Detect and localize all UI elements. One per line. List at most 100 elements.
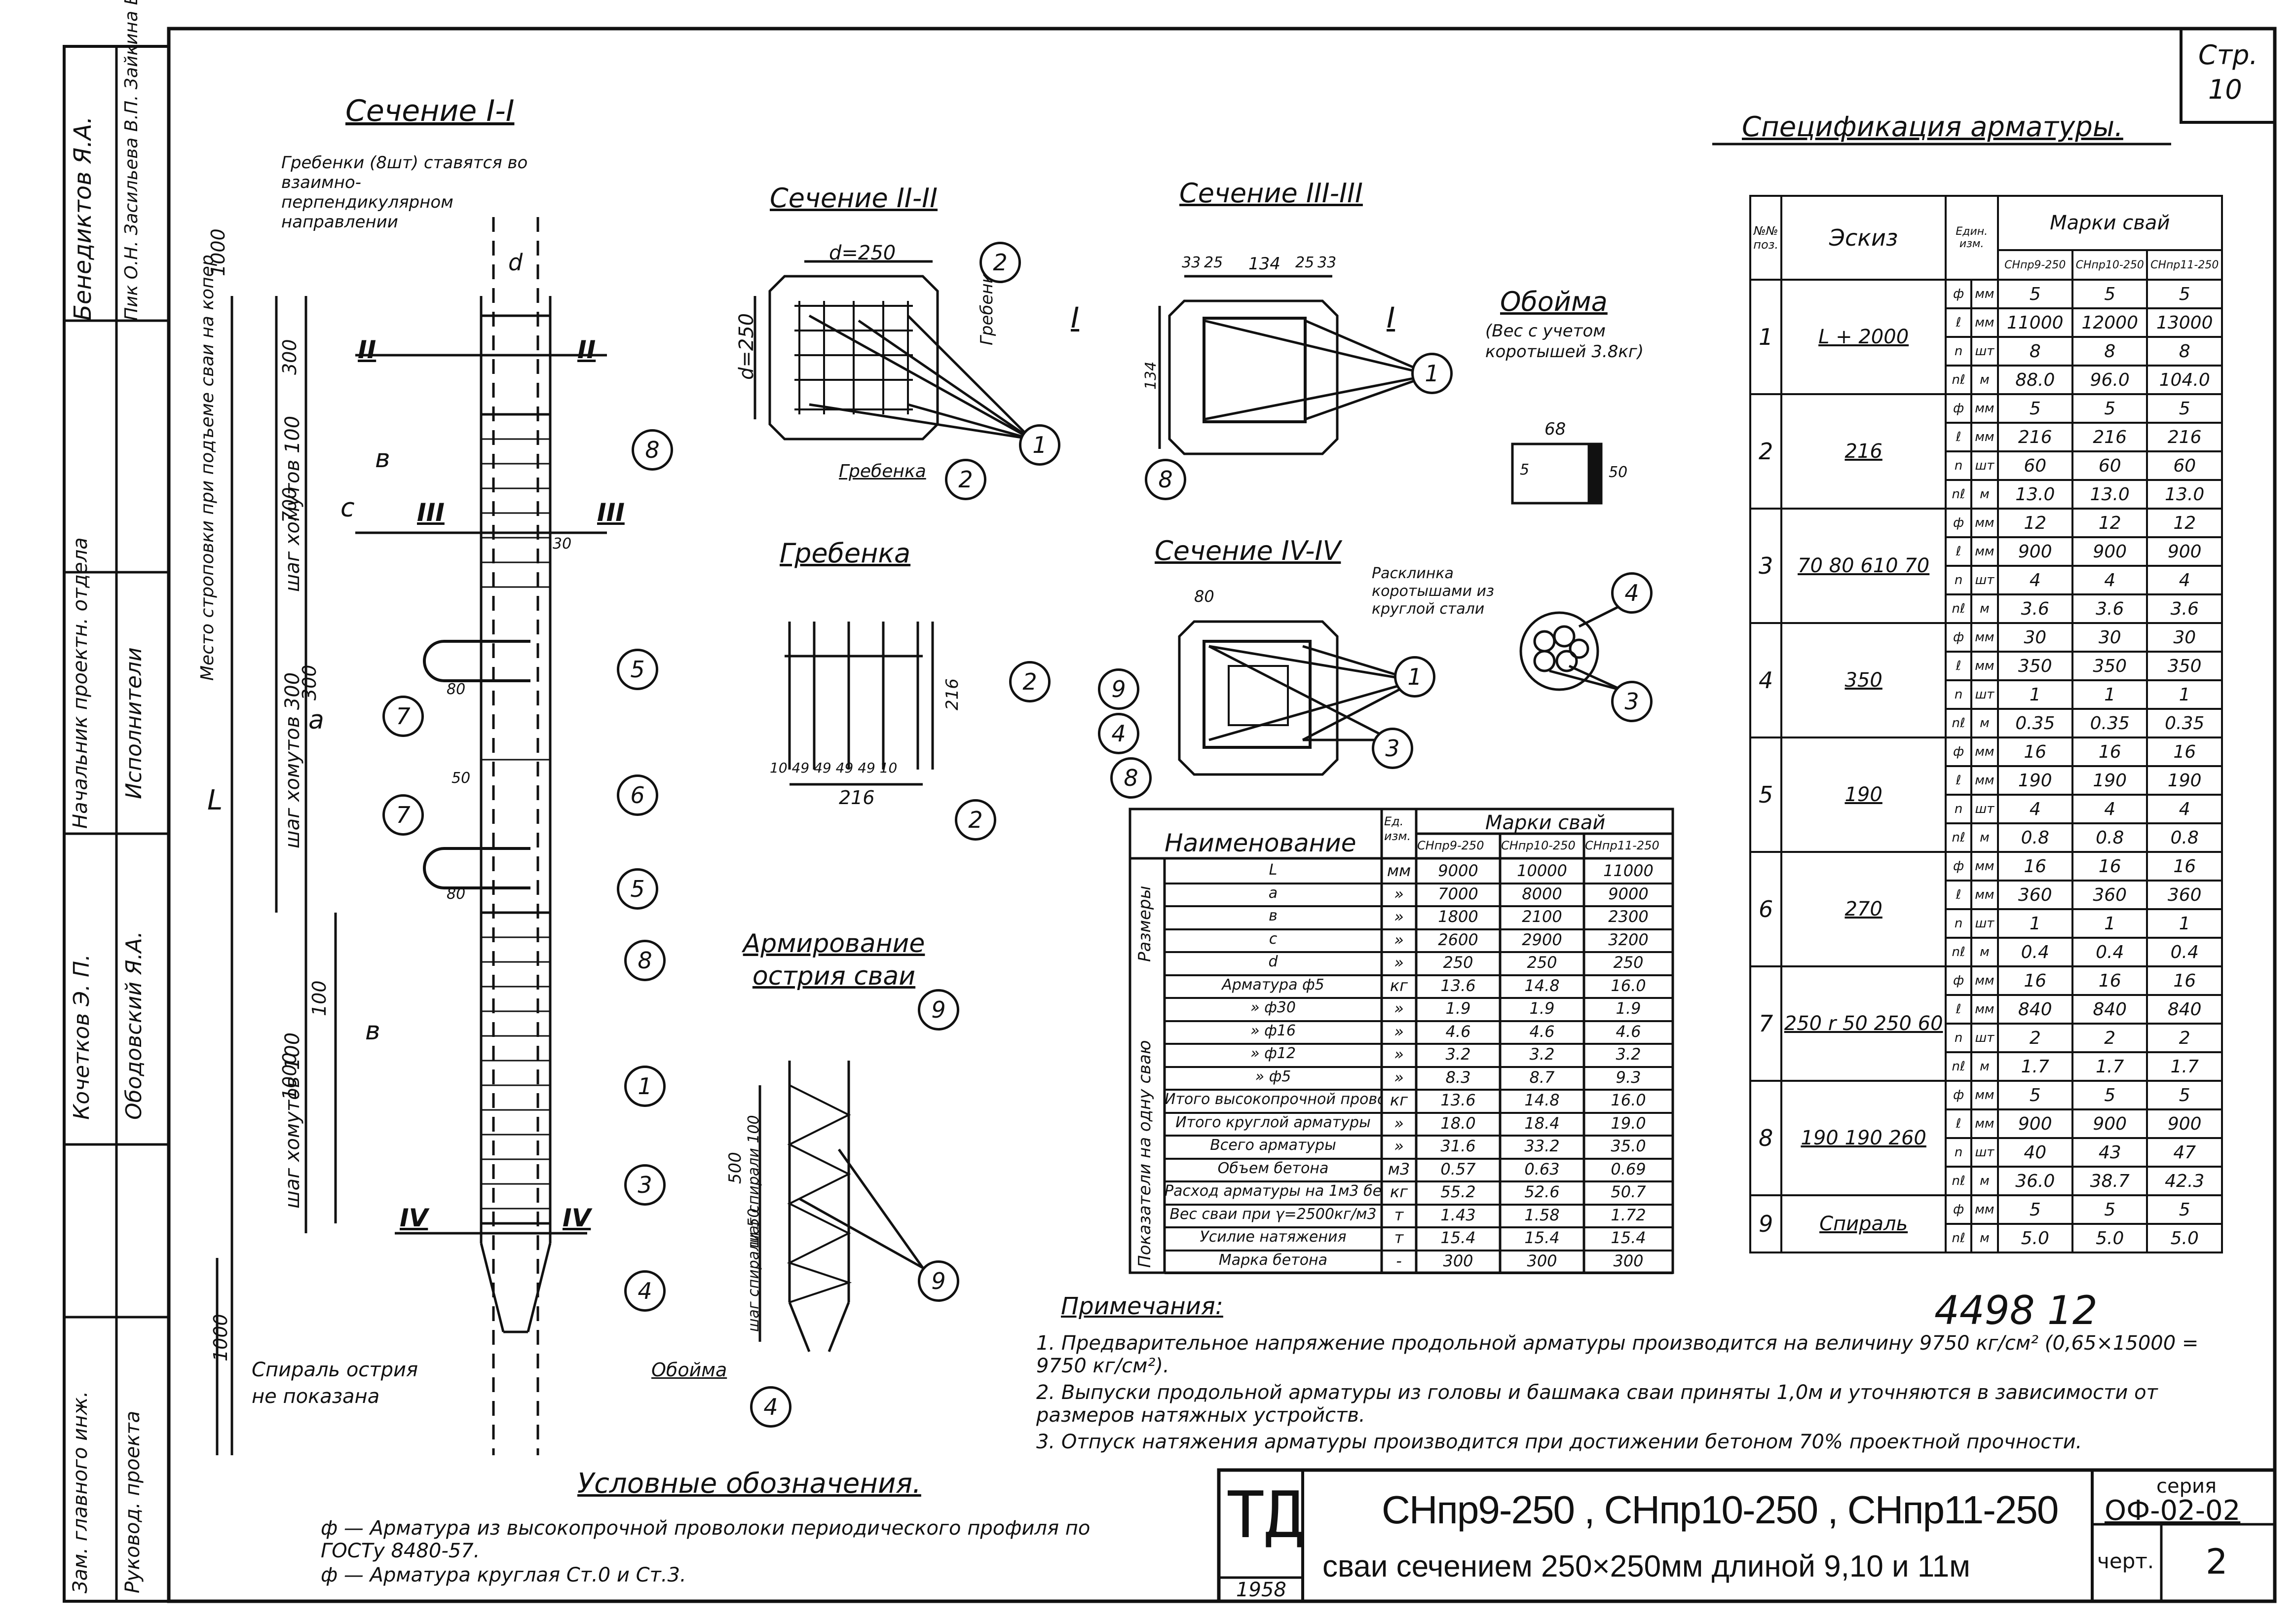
oboima-drawing (1511, 442, 1624, 692)
params-cell-unit: - (1396, 1251, 1402, 1270)
params-cell-unit: т (1394, 1228, 1404, 1247)
spec-value: 5 (2071, 279, 2148, 309)
grebenka-dim-5: 10 (879, 760, 898, 776)
spec-unit: мм (1970, 736, 1999, 767)
callout-8-c: 8 (624, 940, 666, 981)
spec-symbol: ф (1944, 622, 1973, 653)
label-c: с (340, 493, 355, 523)
legend-item-2: ф — Арматура круглая Ст.0 и Ст.3. (321, 1564, 686, 1586)
oboima-w: 68 (1544, 419, 1566, 439)
spec-value: 13.0 (2071, 479, 2148, 510)
spec-value: 5 (1996, 1194, 2074, 1225)
note-1: 1. Предварительное напряжение продольной… (1036, 1332, 2199, 1377)
spec-value: 104.0 (2146, 365, 2223, 395)
params-cell-value: 1.9 (1445, 999, 1471, 1018)
spec-value: 5 (1996, 1080, 2074, 1110)
params-cell-name: Усилие натяжения (1200, 1228, 1347, 1246)
spec-value: 4 (1996, 565, 2074, 595)
spec-value: 360 (2146, 880, 2223, 910)
spec-value: 47 (2146, 1137, 2223, 1168)
spec-symbol: ф (1944, 851, 1973, 882)
spec-value: 0.4 (2146, 937, 2223, 967)
spec-value: 5 (2146, 279, 2223, 309)
section-4-dim: 80 (1194, 587, 1214, 606)
grebenka-total: 216 (839, 787, 875, 809)
spec-value: 88.0 (1996, 365, 2074, 395)
spec-symbol: nℓ (1944, 822, 1973, 853)
spec-unit: м (1970, 822, 1999, 853)
spec-value: 840 (2071, 994, 2148, 1025)
spec-value: 5 (2146, 393, 2223, 424)
spec-value: 840 (2146, 994, 2223, 1025)
spec-symbol: n (1944, 1137, 1973, 1168)
spec-value: 360 (1996, 880, 2074, 910)
callout-3-a: 3 (624, 1164, 666, 1206)
spec-pos: 5 (1749, 736, 1783, 853)
params-cell-value: 8000 (1522, 884, 1562, 903)
callout-4-a: 4 (624, 1270, 666, 1312)
spec-value: 13000 (2146, 307, 2223, 338)
params-cell-name: L (1269, 861, 1278, 879)
spec-value: 1 (1996, 908, 2074, 939)
spec-value: 190 (1996, 765, 2074, 796)
spec-pos: 9 (1749, 1194, 1783, 1253)
spec-value: 43 (2071, 1137, 2148, 1168)
spec-symbol: ℓ (1944, 1108, 1973, 1139)
legend-item-1: ф — Арматура из высокопрочной проволоки … (321, 1517, 1091, 1562)
spec-h-unit: Един. изм. (1944, 195, 1999, 281)
spec-value: 900 (1996, 536, 2074, 567)
spec-symbol: n (1944, 908, 1973, 939)
params-cell-value: 7000 (1438, 884, 1478, 903)
stamp-name-benediktov: Бенедиктов Я.А. (69, 116, 97, 321)
tip-dim-500: 500 (725, 1152, 745, 1184)
callout-2-b: 2 (945, 459, 986, 500)
spec-unit: мм (1970, 994, 1999, 1025)
dim-50: 50 (452, 770, 471, 787)
section-1-drawing (216, 217, 607, 1455)
spec-pos: 7 (1749, 965, 1783, 1082)
spec-value: 16 (2071, 851, 2148, 882)
spec-value: 900 (1996, 1108, 2074, 1139)
spec-unit: мм (1970, 1080, 1999, 1110)
spec-unit: м (1970, 593, 1999, 624)
spec-value: 4 (1996, 794, 2074, 824)
callout-4-c: 4 (1098, 713, 1139, 754)
spec-symbol: n (1944, 794, 1973, 824)
spec-value: 16 (1996, 965, 2074, 996)
spec-sketch: 216 (1780, 393, 1947, 510)
params-cell-value: 18.4 (1524, 1113, 1560, 1133)
spec-value: 4 (2071, 565, 2148, 595)
params-header-name: Наименование (1165, 829, 1356, 857)
spec-value: 13.0 (1996, 479, 2074, 510)
spec-unit: мм (1970, 651, 1999, 681)
spec-unit: м (1970, 1166, 1999, 1196)
oboima-h: 50 (1609, 464, 1628, 481)
spec-symbol: n (1944, 450, 1973, 481)
spec-unit: мм (1970, 536, 1999, 567)
section-1-note-top: Гребенки (8шт) ставятся во взаимно-перпе… (281, 153, 528, 232)
params-cell-value: 13.6 (1440, 976, 1476, 995)
spec-value: 190 (2071, 765, 2148, 796)
spec-unit: мм (1970, 851, 1999, 882)
params-group-indicators: Показатели на одну сваю (1135, 1040, 1155, 1268)
spec-value: 12000 (2071, 307, 2148, 338)
callout-1-c: 1 (624, 1066, 666, 1107)
spec-value: 16 (2071, 965, 2148, 996)
stamp-role-executors: Исполнители (121, 647, 147, 799)
spec-value: 16 (2146, 965, 2223, 996)
section-1-note-side: Место строповки при подъеме сваи на копе… (197, 255, 218, 681)
spec-symbol: nℓ (1944, 365, 1973, 395)
params-cell-value: 1.43 (1440, 1205, 1476, 1224)
params-cell-value: 8.3 (1445, 1068, 1471, 1087)
callout-9-b: 9 (918, 1260, 959, 1302)
